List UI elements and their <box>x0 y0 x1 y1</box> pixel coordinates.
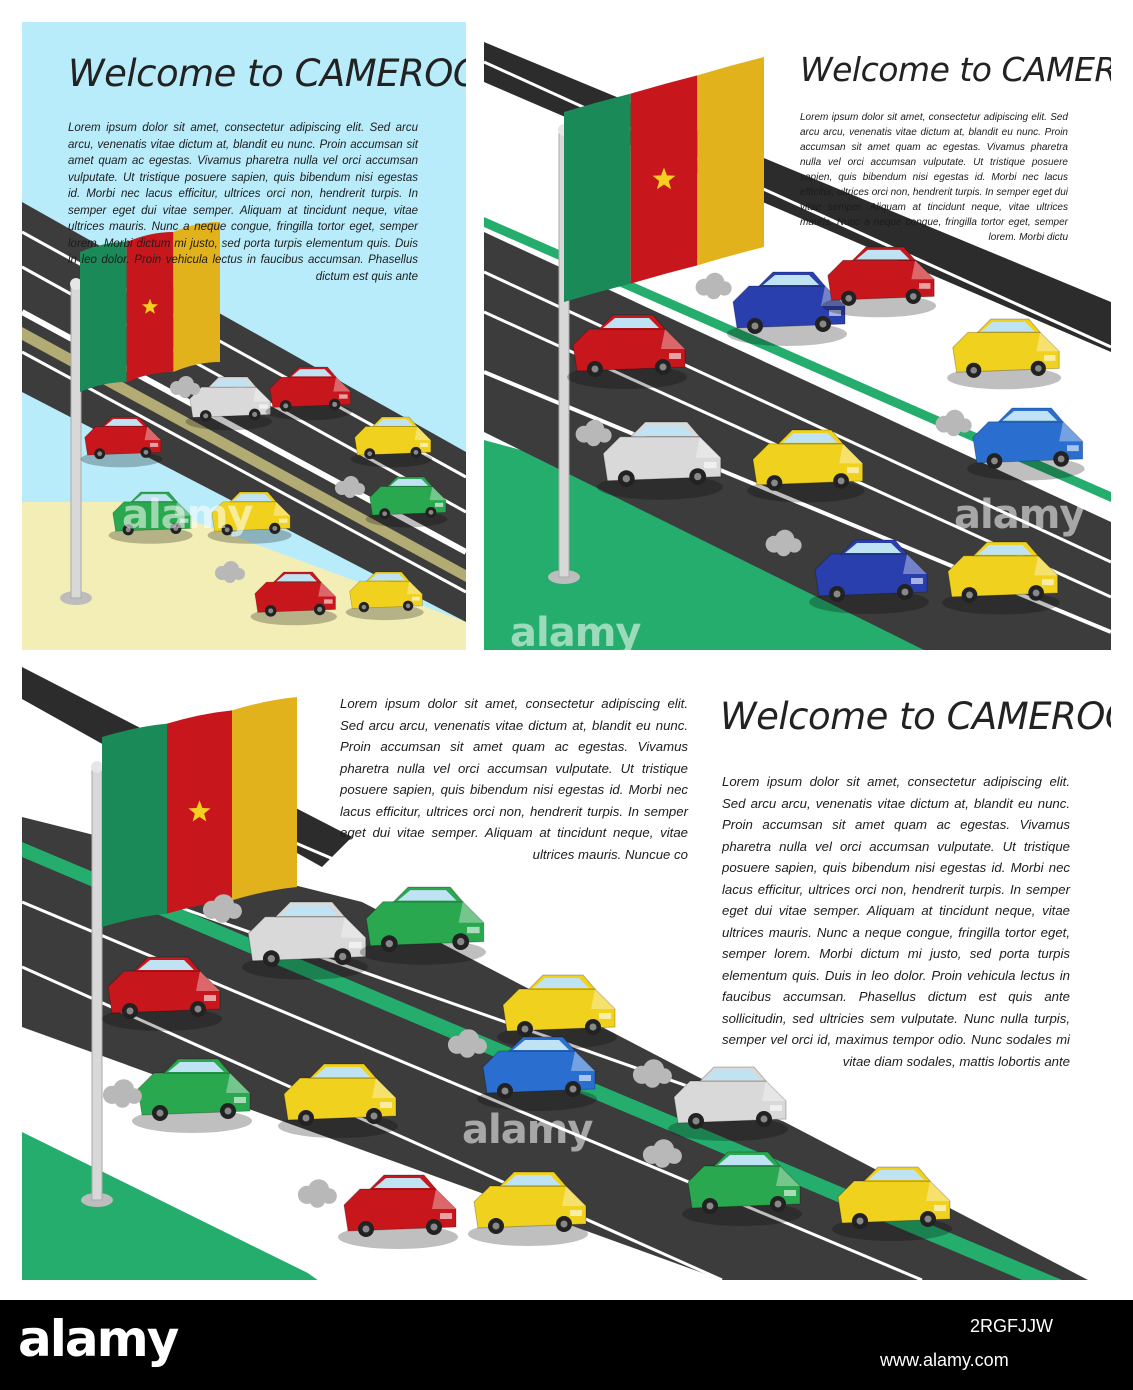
car <box>338 1174 458 1249</box>
poster-title: Welcome to CAMEROON <box>720 695 1111 738</box>
median-strip <box>22 327 466 582</box>
lane-line <box>484 270 1111 564</box>
car <box>477 1036 597 1111</box>
alamy-logo: alamy <box>18 1310 179 1368</box>
car <box>359 886 486 965</box>
poster-body-text-left: Lorem ipsum dolor sit amet, consectetur … <box>340 696 688 862</box>
flagpole-finial <box>70 278 82 290</box>
flag-green-band <box>80 242 127 392</box>
grass-ground <box>22 1132 322 1280</box>
lane-line <box>22 1064 324 1280</box>
poster-body-text: Lorem ipsum dolor sit amet, consectetur … <box>68 122 418 283</box>
poster-body-text-right: Lorem ipsum dolor sit amet, consectetur … <box>722 774 1070 1069</box>
site-url: www.alamy.com <box>880 1350 1009 1370</box>
car <box>185 376 272 431</box>
image-id: 2RGFJJW <box>970 1316 1053 1336</box>
exhaust-cloud <box>102 1079 142 1108</box>
flag-yellow-band <box>697 57 764 266</box>
car <box>365 476 448 528</box>
car <box>468 1171 588 1246</box>
exhaust-cloud <box>695 272 732 300</box>
poster-title: Welcome to CAMEROON <box>68 52 466 95</box>
highway-scene-1 <box>22 202 466 650</box>
stock-footer-bar: alamy 2RGFJJW www.alamy.com <box>0 1300 1133 1390</box>
poster-title: Welcome to CAMEROON <box>800 50 1111 89</box>
exhaust-cloud <box>215 561 245 583</box>
poster-panel-3: Lorem ipsum dolor sit amet, consectetur … <box>22 667 1111 1280</box>
flag-green-band <box>102 723 167 927</box>
poster-panel-1: Welcome to CAMEROON Lorem ipsum dolor si… <box>22 22 466 650</box>
car <box>108 491 193 544</box>
car <box>822 246 937 318</box>
car <box>102 956 222 1031</box>
exhaust-cloud <box>765 529 802 557</box>
car <box>832 1166 952 1241</box>
car <box>350 416 433 468</box>
flagpole <box>91 766 103 1201</box>
car <box>207 491 292 544</box>
poster-body-text: Lorem ipsum dolor sit amet, consectetur … <box>800 112 1068 243</box>
exhaust-cloud <box>632 1059 672 1088</box>
car <box>727 271 847 346</box>
flag-yellow-band <box>232 697 297 901</box>
car <box>241 901 368 980</box>
car <box>567 314 687 389</box>
flag-star-icon <box>652 167 676 190</box>
car <box>668 1066 788 1141</box>
exhaust-cloud <box>642 1139 682 1168</box>
flag-green-band <box>564 93 631 303</box>
exhaust-cloud <box>935 409 972 437</box>
car <box>80 416 163 468</box>
car <box>596 421 723 500</box>
car <box>947 318 1062 390</box>
watermark: alamy <box>122 492 253 538</box>
watermark: alamy <box>510 610 641 650</box>
car <box>265 366 352 421</box>
highway-scene-3 <box>22 667 1089 1280</box>
flag-star-icon <box>188 800 211 822</box>
car <box>345 571 424 621</box>
exhaust-cloud <box>297 1179 337 1208</box>
car <box>682 1151 802 1226</box>
poster-panel-2: Welcome to CAMEROON Lorem ipsum dolor si… <box>484 22 1111 650</box>
flag-star-icon <box>142 298 158 314</box>
flag-yellow-band <box>173 222 220 372</box>
flagpole-finial <box>91 761 103 773</box>
exhaust-cloud <box>202 894 242 923</box>
car <box>809 539 929 614</box>
exhaust-cloud <box>170 376 200 398</box>
car <box>132 1058 252 1133</box>
car <box>250 571 337 626</box>
car <box>967 407 1085 481</box>
car <box>942 541 1060 615</box>
watermark: alamy <box>462 1107 593 1153</box>
flagpole <box>70 283 82 599</box>
watermark: alamy <box>954 492 1085 538</box>
lane-line <box>22 350 466 594</box>
exhaust-cloud <box>335 476 365 498</box>
exhaust-cloud <box>575 419 612 447</box>
highway-scene-2 <box>484 42 1111 650</box>
car <box>278 1063 398 1138</box>
car <box>747 429 865 503</box>
exhaust-cloud <box>447 1029 487 1058</box>
